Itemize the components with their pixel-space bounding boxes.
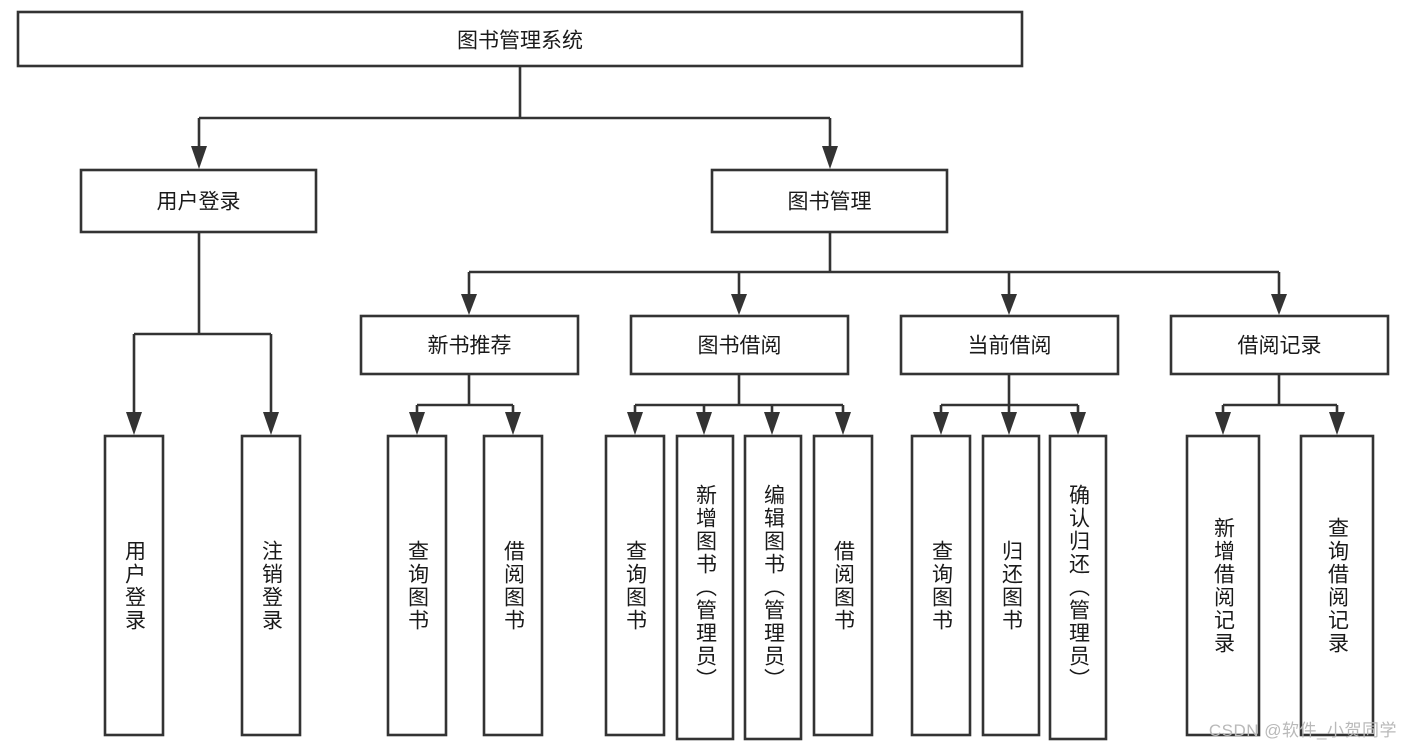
arrow-head-leaf-query-book-3 xyxy=(933,412,949,435)
arrow-head-leaf-confirm-return xyxy=(1070,412,1086,435)
node-current-borrow[interactable]: 当前借阅 xyxy=(899,314,1120,376)
node-borrow-record-box[interactable] xyxy=(1169,314,1390,376)
arrow-head-user-login xyxy=(191,146,207,169)
arrow-head-leaf-query-book-1 xyxy=(409,412,425,435)
node-root-box[interactable] xyxy=(16,10,1024,68)
connector-layer xyxy=(126,66,1345,435)
arrow-head-leaf-query-record xyxy=(1329,412,1345,435)
arrow-head-book-manage xyxy=(822,146,838,169)
arrow-head-leaf-borrow-book-2 xyxy=(835,412,851,435)
node-leaf-user-login-box[interactable] xyxy=(103,434,165,737)
arrow-head-borrow-record xyxy=(1271,294,1287,315)
node-book-manage-box[interactable] xyxy=(710,168,949,234)
arrow-head-leaf-borrow-book-1 xyxy=(505,412,521,435)
node-book-borrow-label: 图书借阅 xyxy=(698,335,782,358)
node-book-manage-label: 图书管理 xyxy=(788,191,872,214)
node-borrow-record-label: 借阅记录 xyxy=(1238,335,1322,358)
node-user-login-label: 用户登录 xyxy=(157,191,241,214)
arrow-head-leaf-user-login xyxy=(126,412,142,435)
arrow-head-leaf-logout-login xyxy=(263,412,279,435)
node-borrow-record[interactable]: 借阅记录 xyxy=(1169,314,1390,376)
node-leaf-logout-login-box[interactable] xyxy=(240,434,302,737)
node-leaf-query-book-3-box[interactable] xyxy=(910,434,972,737)
node-root[interactable]: 图书管理系统 xyxy=(16,10,1024,68)
node-current-borrow-box[interactable] xyxy=(899,314,1120,376)
node-root-label: 图书管理系统 xyxy=(457,30,583,53)
arrow-head-leaf-return-book xyxy=(1001,412,1017,435)
node-user-login[interactable]: 用户登录 xyxy=(79,168,318,234)
watermark-text: CSDN @软件_小贺同学 xyxy=(1208,721,1397,740)
node-new-book-rec-label: 新书推荐 xyxy=(428,335,512,358)
node-leaf-add-book-box[interactable] xyxy=(675,434,735,741)
node-leaf-confirm-return-box[interactable] xyxy=(1048,434,1108,741)
arrow-head-leaf-edit-book xyxy=(764,412,780,435)
node-book-manage[interactable]: 图书管理 xyxy=(710,168,949,234)
node-leaf-add-record-box[interactable] xyxy=(1185,434,1261,737)
arrow-head-leaf-add-record xyxy=(1215,412,1231,435)
node-leaf-query-record-box[interactable] xyxy=(1299,434,1375,737)
arrow-head-book-borrow xyxy=(731,294,747,315)
node-leaf-query-book-2-box[interactable] xyxy=(604,434,666,737)
node-leaf-query-book-1-box[interactable] xyxy=(386,434,448,737)
node-leaf-return-book-box[interactable] xyxy=(981,434,1041,737)
node-new-book-rec[interactable]: 新书推荐 xyxy=(359,314,580,376)
arrow-head-current-borrow xyxy=(1001,294,1017,315)
node-new-book-rec-box[interactable] xyxy=(359,314,580,376)
node-current-borrow-label: 当前借阅 xyxy=(968,335,1052,358)
node-book-borrow[interactable]: 图书借阅 xyxy=(629,314,850,376)
arrow-head-new-book-rec xyxy=(461,294,477,315)
node-leaf-borrow-book-2-box[interactable] xyxy=(812,434,874,737)
node-layer: 图书管理系统 用户登录 图书管理 新书推荐 图书借阅 当前 xyxy=(16,10,1390,741)
node-user-login-box[interactable] xyxy=(79,168,318,234)
node-leaf-edit-book-box[interactable] xyxy=(743,434,803,741)
arrow-head-leaf-add-book xyxy=(696,412,712,435)
arrow-head-leaf-query-book-2 xyxy=(627,412,643,435)
node-book-borrow-box[interactable] xyxy=(629,314,850,376)
node-leaf-borrow-book-1-box[interactable] xyxy=(482,434,544,737)
